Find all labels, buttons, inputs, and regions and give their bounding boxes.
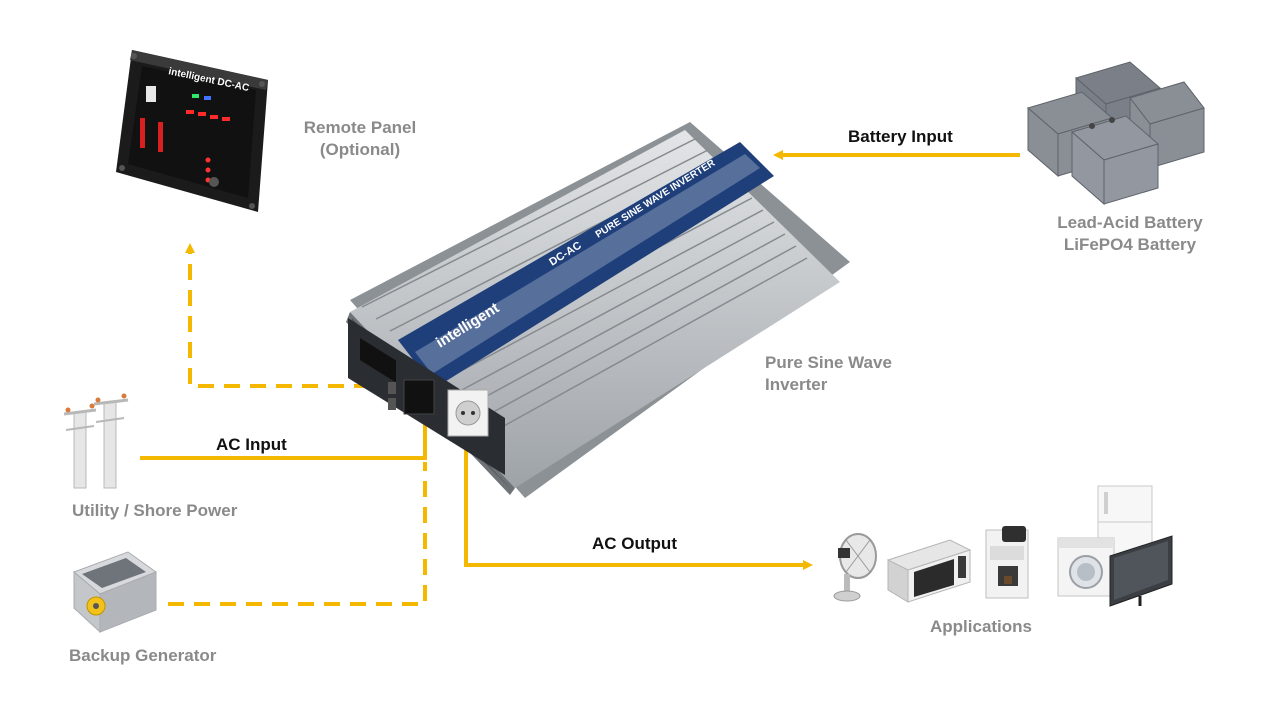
generator-connector <box>168 462 427 606</box>
ac-output-connector <box>464 432 813 570</box>
inverter-label-line1: Pure Sine Wave <box>765 353 892 372</box>
remote-panel-connector <box>185 243 370 388</box>
inverter-label-line2: Inverter <box>765 375 828 394</box>
ac-output-label: AC Output <box>592 534 677 553</box>
remote-control-panel-icon <box>116 50 268 212</box>
battery-bank-icon <box>1026 61 1205 206</box>
coffee-machine-icon <box>985 526 1029 599</box>
applications-label: Applications <box>930 617 1033 636</box>
washing-machine-icon <box>1057 537 1115 597</box>
television-icon <box>1109 535 1173 607</box>
battery-input-label: Battery Input <box>848 127 953 146</box>
fan-icon <box>833 533 877 602</box>
ac-input-label: AC Input <box>216 435 287 454</box>
utility-label: Utility / Shore Power <box>72 501 238 520</box>
connectors <box>140 150 1020 606</box>
generator-icon <box>73 551 158 634</box>
ac-input-connector <box>140 407 430 460</box>
remote-panel-label-line2: (Optional) <box>319 140 401 159</box>
utility-pole-icon <box>63 393 129 489</box>
battery-type-line1: Lead-Acid Battery <box>1057 213 1203 232</box>
microwave-icon <box>886 539 972 603</box>
inverter-device-icon <box>346 122 850 498</box>
appliances <box>833 485 1173 607</box>
remote-panel-label: Remote Panel (Optional) <box>286 117 434 161</box>
inverter-label: Pure Sine Wave Inverter <box>765 352 892 396</box>
inverter: intelligent DC-AC PURE SINE WAVE INVERTE… <box>346 122 850 498</box>
remote-panel-label-line1: Remote Panel <box>303 118 417 137</box>
ac-inlet <box>403 379 435 415</box>
battery-type-line2: LiFePO4 Battery <box>1063 235 1197 254</box>
battery-type-label: Lead-Acid Battery LiFePO4 Battery <box>1030 212 1230 256</box>
generator-label: Backup Generator <box>69 646 217 665</box>
remote-panel: intelligent DC-AC <box>116 50 268 212</box>
